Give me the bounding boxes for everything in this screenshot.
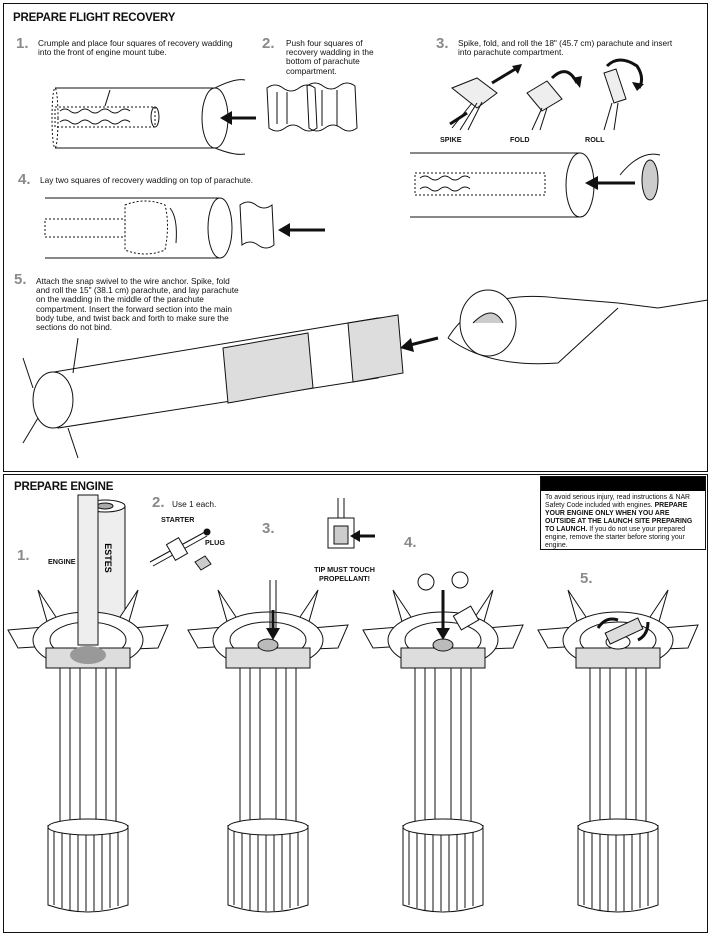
recovery-step2-text: Push four squares of recovery wadding in… — [286, 38, 374, 76]
engine-step1-number: 1. — [17, 547, 30, 564]
recovery-step5-text: Attach the snap swivel to the wire ancho… — [36, 276, 239, 333]
engine-panel — [3, 474, 708, 933]
rocket-bodies-illustration — [7, 494, 699, 913]
starter-tip-detail-illustration — [327, 498, 375, 549]
warning-text-a: To avoid serious injury, read instructio… — [545, 494, 691, 509]
starter-plug-illustration — [149, 528, 212, 571]
warning-header-bar — [541, 477, 705, 491]
warning-text: To avoid serious injury, read instructio… — [541, 491, 705, 553]
engine-step3-number: 3. — [262, 520, 275, 537]
engine-step5-number: 5. — [580, 570, 593, 587]
plug-label: PLUG — [205, 538, 225, 547]
tip-must-touch-note: TIP MUST TOUCH PROPELLANT! — [314, 565, 375, 583]
warning-text-b: PREPARE YOUR ENGINE ONLY WHEN YOU ARE OU… — [545, 502, 693, 533]
engine-brand: ESTES — [103, 543, 113, 573]
fold-label: FOLD — [510, 135, 530, 144]
recovery-title: PREPARE FLIGHT RECOVERY — [13, 12, 176, 24]
engine-step4-number: 4. — [404, 534, 417, 551]
recovery-step5-number: 5. — [14, 271, 27, 288]
starter-label: STARTER — [161, 515, 195, 524]
wadding-on-parachute-illustration — [44, 197, 325, 259]
engine-mount-tube-illustration — [51, 79, 246, 155]
spike-label: SPIKE — [440, 135, 462, 144]
recovery-step1-text: Crumple and place four squares of recove… — [38, 38, 233, 58]
warning-text-c: If you do not use your prepared engine, … — [545, 526, 686, 549]
safety-warning-box: To avoid serious injury, read instructio… — [540, 476, 706, 550]
recovery-step1-number: 1. — [16, 35, 29, 52]
engine-step2-text: Use 1 each. — [172, 499, 217, 509]
engine-label: ENGINE — [48, 557, 76, 566]
parachute-spike-fold-roll-illustration — [449, 58, 644, 131]
engine-step2-number: 2. — [152, 494, 165, 511]
roll-label: ROLL — [585, 135, 605, 144]
wadding-illustration — [266, 82, 358, 132]
engine-title: PREPARE ENGINE — [14, 481, 114, 493]
recovery-step4-text: Lay two squares of recovery wadding on t… — [40, 175, 254, 185]
recovery-step4-number: 4. — [18, 171, 31, 188]
recovery-step3-number: 3. — [436, 35, 449, 52]
arrow-left-icon — [220, 111, 256, 125]
recovery-step2-number: 2. — [262, 35, 275, 52]
rocket-assembly-illustration — [22, 289, 709, 459]
recovery-step3-text: Spike, fold, and roll the 18" (45.7 cm) … — [458, 38, 673, 58]
flight-recovery-panel — [3, 3, 708, 472]
parachute-compartment-illustration — [410, 152, 661, 218]
